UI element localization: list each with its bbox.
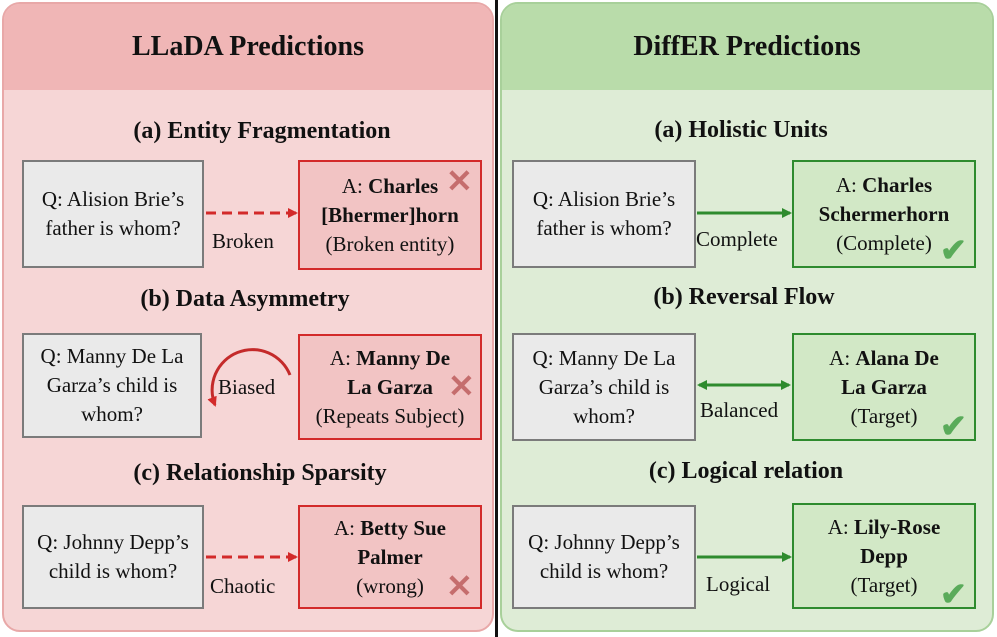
answer-entity-part-2: Palmer: [357, 544, 423, 569]
answer-prefix: A:: [341, 173, 369, 198]
answer-entity-part-1: Lily-Rose: [853, 514, 941, 539]
llada-a-edge-label: Broken: [212, 229, 274, 253]
differ-c-question-box: Q: Johnny Depp’s child is whom?: [512, 505, 696, 609]
differ-section-b-title: (b) Reversal Flow: [653, 284, 835, 310]
answer-entity-part-2: La Garza: [841, 374, 927, 399]
answer-note: (Complete): [836, 230, 932, 255]
differ-a-edge-label: Complete: [696, 227, 778, 251]
answer-entity-part-2: Depp: [860, 543, 908, 568]
llada-section-a-title: (a) Entity Fragmentation: [133, 118, 391, 144]
answer-note: (wrong): [356, 573, 424, 598]
llada-b-question-box: Q: Manny De La Garza’s child is whom?: [22, 333, 202, 438]
answer-entity-part-2: La Garza: [347, 374, 433, 399]
x-icon: ✕: [448, 368, 475, 404]
differ-b-answer-box: A: Alana De La Garza (Target): [792, 333, 976, 441]
x-icon: ✕: [446, 163, 473, 199]
answer-note: (Broken entity): [325, 231, 455, 256]
question-line: whom?: [81, 402, 143, 426]
question-line: Q: Alision Brie’s: [41, 187, 185, 211]
differ-a-answer-box: A: Charles Schermerhorn (Complete): [792, 160, 976, 268]
panel-divider: [495, 0, 498, 637]
llada-c-question-box: Q: Johnny Depp’s child is whom?: [22, 505, 204, 609]
answer-entity-part-1: Betty Sue: [360, 515, 446, 540]
differ-section-c-title: (c) Logical relation: [648, 458, 844, 484]
question-line: Q: Johnny Depp’s: [37, 530, 189, 554]
differ-b-question-box: Q: Manny De La Garza’s child is whom?: [512, 333, 696, 441]
x-icon: ✕: [446, 568, 473, 604]
answer-entity-part-1: Charles: [368, 173, 439, 198]
differ-b-edge-label: Balanced: [700, 398, 779, 422]
answer-entity-part-2: [Bhermer]horn: [321, 202, 459, 227]
differ-c-answer-box: A: Lily-Rose Depp (Target): [792, 503, 976, 609]
question-line: Q: Alision Brie’s: [532, 187, 676, 211]
answer-prefix: A:: [829, 345, 856, 370]
answer-prefix: A:: [835, 172, 863, 197]
llada-b-edge-label: Biased: [218, 375, 276, 399]
llada-a-question-box: Q: Alision Brie’s father is whom?: [22, 160, 204, 268]
question-line: Garza’s child is: [46, 373, 178, 397]
llada-panel-title: LLaDA Predictions: [4, 4, 492, 90]
differ-section-a-title: (a) Holistic Units: [654, 117, 828, 143]
llada-section-b-title: (b) Data Asymmetry: [140, 286, 350, 312]
answer-prefix: A:: [329, 345, 357, 370]
question-line: Garza’s child is: [538, 374, 670, 399]
question-line: Q: Manny De La: [532, 345, 676, 370]
answer-prefix: A:: [827, 514, 854, 539]
question-line: Q: Johnny Depp’s: [528, 530, 680, 554]
question-line: child is whom?: [48, 559, 178, 583]
question-line: Q: Manny De La: [40, 344, 184, 368]
question-line: father is whom?: [536, 216, 672, 240]
answer-entity-part-1: Alana De: [855, 345, 939, 370]
llada-c-answer-box: A: Betty Sue Palmer (wrong): [298, 505, 482, 609]
answer-prefix: A:: [334, 515, 361, 540]
llada-a-answer-box: A: Charles [Bhermer]horn (Broken entity): [298, 160, 482, 270]
llada-section-c-title: (c) Relationship Sparsity: [133, 460, 387, 486]
llada-b-answer-box: A: Manny De La Garza (Repeats Subject): [298, 334, 482, 440]
answer-note: (Target): [850, 572, 918, 597]
differ-panel-title: DiffER Predictions: [502, 4, 992, 90]
answer-entity-part-1: Manny De: [356, 345, 451, 370]
answer-entity-part-2: Schermerhorn: [818, 201, 950, 226]
question-line: whom?: [573, 403, 635, 428]
check-icon: ✔: [940, 408, 967, 444]
answer-entity-part-1: Charles: [862, 172, 933, 197]
question-line: child is whom?: [539, 559, 669, 583]
question-line: father is whom?: [45, 216, 181, 240]
differ-c-edge-label: Logical: [706, 572, 771, 596]
answer-note: (Target): [850, 403, 918, 428]
check-icon: ✔: [940, 232, 967, 268]
answer-note: (Repeats Subject): [315, 403, 465, 428]
llada-c-edge-label: Chaotic: [210, 574, 276, 598]
differ-a-question-box: Q: Alision Brie’s father is whom?: [512, 160, 696, 268]
check-icon: ✔: [940, 576, 967, 612]
